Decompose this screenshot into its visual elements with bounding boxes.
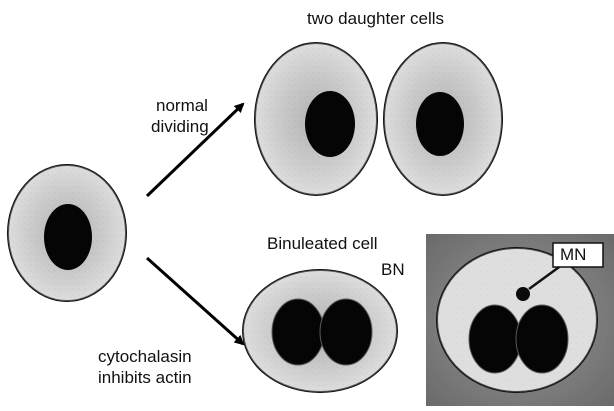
- binucleated-cell-label: Binuleated cell: [267, 234, 378, 254]
- daughter-cell-left-nucleus: [305, 91, 355, 157]
- cytochalasin-label-line2: inhibits actin: [98, 368, 192, 388]
- parent-cell-nucleus: [44, 204, 92, 270]
- arrow-cytochalasin: [147, 258, 243, 344]
- binucleated-nucleus-right: [320, 299, 372, 365]
- bn-label: BN: [381, 260, 405, 280]
- mn-label: MN: [560, 245, 586, 265]
- binucleated-cell: [243, 270, 397, 392]
- inset-nucleus-right: [516, 305, 568, 373]
- daughter-cell-right-nucleus: [416, 92, 464, 156]
- normal-dividing-label-line2: dividing: [151, 117, 209, 137]
- daughter-cell-right: [384, 43, 502, 195]
- daughter-cells-label: two daughter cells: [307, 9, 444, 29]
- micronucleus: [516, 287, 530, 301]
- inset-nucleus-left: [469, 305, 521, 373]
- daughter-cell-left: [255, 43, 377, 195]
- binucleated-nucleus-left: [272, 299, 324, 365]
- cytochalasin-label-line1: cytochalasin: [98, 347, 192, 367]
- parent-cell: [8, 165, 126, 301]
- normal-dividing-label-line1: normal: [156, 96, 208, 116]
